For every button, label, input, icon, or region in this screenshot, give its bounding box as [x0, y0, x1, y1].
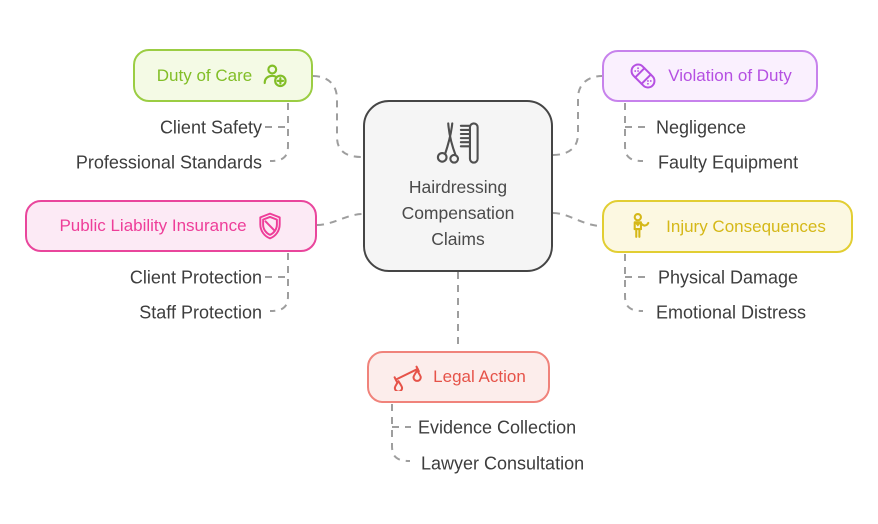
- subitem-staff-protection[interactable]: Staff Protection: [139, 302, 262, 323]
- connector-public-children: [269, 253, 289, 312]
- scissors-comb-icon: [435, 121, 481, 165]
- subitem-faulty-equipment[interactable]: Faulty Equipment: [658, 152, 799, 173]
- connector-legal-children: [391, 404, 411, 462]
- branch-label-public-liability-insurance: Public Liability Insurance: [59, 216, 247, 235]
- subitem-physical-damage[interactable]: Physical Damage: [658, 267, 799, 288]
- connector-duty-children: [269, 103, 289, 162]
- branch-label-legal-action: Legal Action: [433, 367, 526, 386]
- connector-public-to-center: [316, 213, 364, 226]
- branch-node-injury-consequences[interactable]: Injury Consequences: [602, 200, 853, 253]
- subitem-professional-standards[interactable]: Professional Standards: [75, 152, 262, 173]
- shield-icon: [257, 212, 283, 240]
- branch-label-injury-consequences: Injury Consequences: [666, 216, 826, 236]
- subitem-lawyer-consultation[interactable]: Lawyer Consultation: [421, 453, 585, 474]
- subitem-negligence[interactable]: Negligence: [656, 117, 747, 138]
- user-plus-icon: [262, 64, 289, 88]
- connector-violation-children: [624, 103, 644, 162]
- subitem-client-protection[interactable]: Client Protection: [129, 267, 262, 288]
- center-node[interactable]: Hairdressing Compensation Claims: [363, 100, 553, 272]
- center-node-title: Hairdressing Compensation Claims: [401, 176, 515, 249]
- branch-node-violation-of-duty[interactable]: Violation of Duty: [602, 50, 818, 102]
- branch-node-legal-action[interactable]: Legal Action: [367, 351, 550, 403]
- branch-label-violation-of-duty: Violation of Duty: [668, 66, 792, 85]
- scales-icon: [391, 364, 423, 391]
- branch-node-public-liability-insurance[interactable]: Public Liability Insurance: [25, 200, 317, 252]
- connector-injury-children: [624, 254, 644, 312]
- connector-duty-to-center: [312, 75, 363, 158]
- bandage-icon: [628, 61, 658, 91]
- subitem-emotional-distress[interactable]: Emotional Distress: [656, 302, 807, 323]
- branch-label-duty-of-care: Duty of Care: [156, 65, 253, 85]
- subitem-evidence-collection[interactable]: Evidence Collection: [418, 417, 577, 438]
- connector-center-to-injury: [552, 212, 603, 227]
- branch-node-duty-of-care[interactable]: Duty of Care: [133, 49, 313, 102]
- injured-person-icon: [629, 213, 656, 240]
- connector-center-to-violation: [552, 75, 603, 156]
- subitem-client-safety[interactable]: Client Safety: [159, 117, 262, 138]
